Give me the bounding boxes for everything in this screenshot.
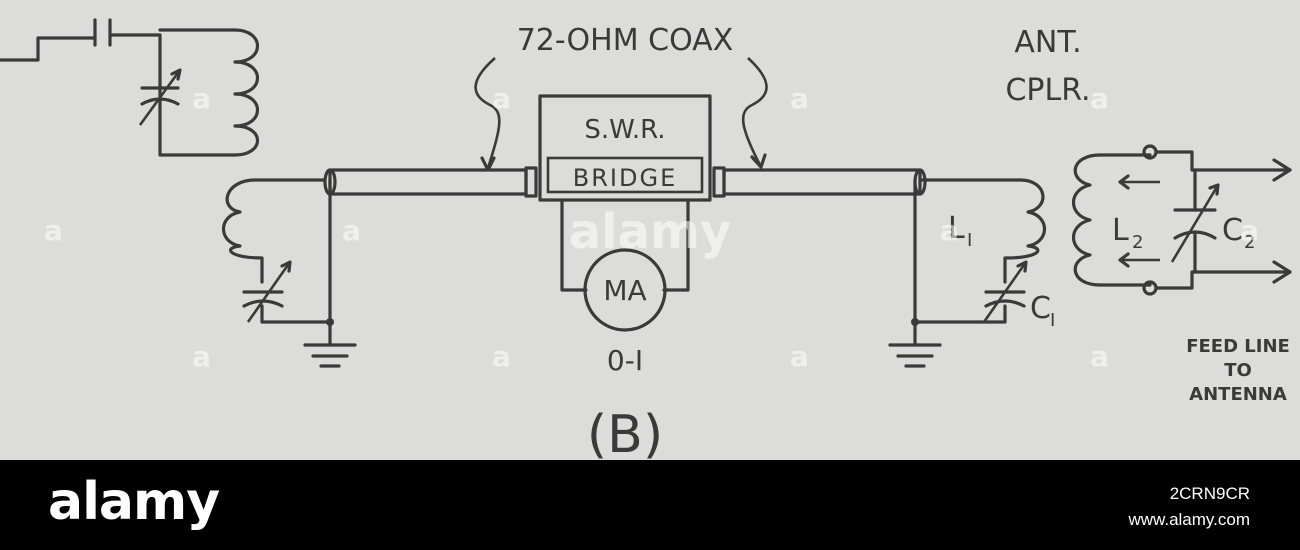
watermark-a: a xyxy=(492,82,511,115)
feed-line-label: FEED LINE xyxy=(1186,336,1290,357)
l1-subscript: I xyxy=(967,230,972,251)
watermark-a: a xyxy=(1090,340,1109,373)
image-code: 2CRN9CR xyxy=(1169,484,1250,503)
c1-label: C xyxy=(1030,291,1051,326)
watermark-a: a xyxy=(342,214,361,247)
left-tank-circuit xyxy=(222,178,332,324)
watermark-a: a xyxy=(1090,82,1109,115)
watermark-a: a xyxy=(940,214,959,247)
circuit-diagram: S.W.R. BRIDGE MA 0-I (B) 72-OHM COAX L I… xyxy=(0,18,1292,460)
cplr-label: CPLR. xyxy=(1005,73,1090,108)
right-ground-symbol xyxy=(888,178,942,368)
watermark-a: a xyxy=(192,82,211,115)
swr-bridge: S.W.R. BRIDGE xyxy=(538,94,712,202)
watermark-a: a xyxy=(790,82,809,115)
antenna-coupler: L 2 C 2 xyxy=(1072,144,1292,296)
right-coax-cable xyxy=(712,166,927,198)
watermark-a: a xyxy=(492,340,511,373)
meter-label: MA xyxy=(603,274,646,307)
site-url: www.alamy.com xyxy=(1128,510,1250,529)
coax-label: 72-OHM COAX xyxy=(517,23,734,58)
watermark-a: a xyxy=(192,340,211,373)
right-tank-circuit: L I C I xyxy=(913,178,1055,331)
l2-label: L xyxy=(1112,213,1129,248)
left-ground-symbol xyxy=(303,178,357,368)
left-coax-cable xyxy=(323,166,538,198)
l1-label: L xyxy=(948,211,965,246)
ant-label: ANT. xyxy=(1014,25,1081,60)
bridge-label-bottom: BRIDGE xyxy=(573,164,677,192)
c2-label: C xyxy=(1222,213,1243,248)
watermark-a: a xyxy=(790,340,809,373)
feed-antenna-label: ANTENNA xyxy=(1189,384,1287,405)
watermark-a: a xyxy=(44,214,63,247)
c1-subscript: I xyxy=(1050,310,1055,331)
schematic-drawing: S.W.R. BRIDGE MA 0-I (B) 72-OHM COAX L I… xyxy=(0,18,1292,460)
bridge-label-top: S.W.R. xyxy=(584,115,665,145)
c2-subscript: 2 xyxy=(1244,232,1255,253)
watermark-overlay: a a a a a a a a a a a a alamy xyxy=(44,82,1259,373)
watermark-a: a xyxy=(1240,214,1259,247)
alamy-logo: alamy xyxy=(48,472,220,532)
meter-range: 0-I xyxy=(607,344,643,377)
watermark-center: alamy xyxy=(569,204,732,260)
panel-label: (B) xyxy=(587,405,663,460)
feed-to-label: TO xyxy=(1224,360,1252,381)
l2-subscript: 2 xyxy=(1132,232,1143,253)
coax-label-pointers xyxy=(474,57,768,172)
top-left-tank-circuit xyxy=(0,18,260,157)
stock-footer-bar: alamy 2CRN9CR www.alamy.com xyxy=(0,460,1300,550)
milliammeter: MA 0-I xyxy=(560,198,690,377)
